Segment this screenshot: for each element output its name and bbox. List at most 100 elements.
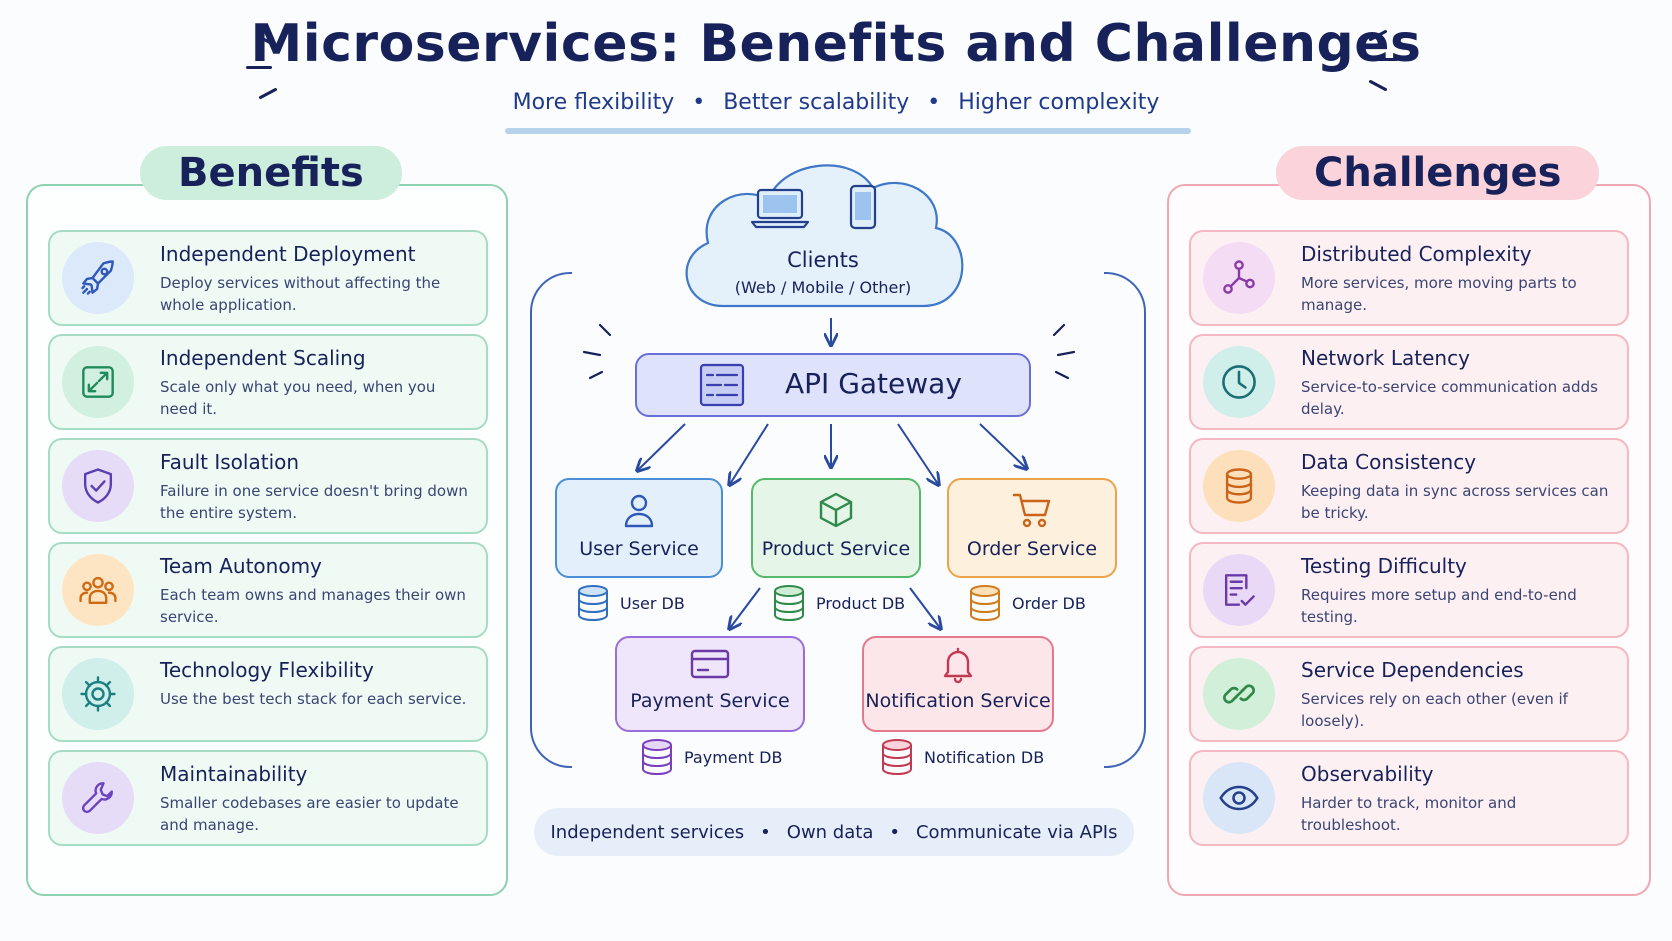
user-db: User DB — [576, 584, 685, 622]
laptop-icon — [750, 188, 810, 229]
card-title: Fault Isolation — [160, 450, 300, 474]
db-label: Order DB — [1012, 593, 1086, 613]
benefit-card: Fault Isolation Failure in one service d… — [48, 438, 488, 534]
database-icon — [882, 739, 912, 776]
db-label: Payment DB — [684, 747, 783, 767]
benefit-card: Independent Deployment Deploy services w… — [48, 230, 488, 326]
challenge-card: Network Latency Service-to-service commu… — [1189, 334, 1629, 430]
card-title: Distributed Complexity — [1301, 242, 1532, 266]
challenge-card: Observability Harder to track, monitor a… — [1189, 750, 1629, 846]
db-label: Product DB — [816, 593, 906, 613]
footer-separator: • — [760, 821, 771, 843]
page-title: Microservices: Benefits and Challenges — [250, 14, 1422, 74]
challenge-card: Data Consistency Keeping data in sync ac… — [1189, 438, 1629, 534]
service-label: User Service — [579, 538, 699, 560]
benefit-card: Technology Flexibility Use the best tech… — [48, 646, 488, 742]
database-icon — [1203, 450, 1275, 522]
service-label: Notification Service — [865, 690, 1051, 712]
subtitle-underline — [505, 128, 1191, 134]
subtitle-item: More flexibility — [512, 90, 675, 115]
database-icon — [578, 585, 608, 622]
order-db: Order DB — [968, 584, 1086, 622]
notification-db: Notification DB — [880, 738, 1044, 776]
rocket-icon — [62, 242, 134, 314]
service-label: Payment Service — [630, 690, 790, 712]
benefits-heading: Benefits — [140, 146, 402, 200]
benefits-panel: Independent Deployment Deploy services w… — [26, 184, 508, 896]
gateway-icon — [699, 363, 745, 407]
database-icon — [774, 585, 804, 622]
shield-check-icon — [62, 450, 134, 522]
card-description: Each team owns and manages their own ser… — [160, 586, 466, 626]
eye-icon — [1203, 762, 1275, 834]
card-description: Services rely on each other (even if loo… — [1301, 690, 1568, 730]
order-service-box: Order Service — [947, 478, 1117, 578]
cloud-shape — [685, 164, 964, 308]
challenge-card: Service Dependencies Services rely on ea… — [1189, 646, 1629, 742]
card-description: Service-to-service communication adds de… — [1301, 378, 1598, 418]
subtitle-item: Better scalability — [723, 90, 910, 115]
card-description: Smaller codebases are easier to update a… — [160, 794, 459, 834]
decor-dash — [1372, 58, 1398, 61]
card-description: Scale only what you need, when you need … — [160, 378, 436, 418]
card-description: Requires more setup and end-to-end testi… — [1301, 586, 1577, 626]
database-icon — [642, 739, 672, 776]
card-title: Data Consistency — [1301, 450, 1477, 474]
benefit-card: Maintainability Smaller codebases are ea… — [48, 750, 488, 846]
clients-sublabel: (Web / Mobile / Other) — [734, 278, 912, 297]
service-label: Product Service — [761, 538, 911, 560]
db-label: Notification DB — [924, 747, 1045, 767]
payment-service-box: Payment Service — [615, 636, 805, 732]
footer-item: Communicate via APIs — [915, 821, 1118, 843]
network-nodes-icon — [1203, 242, 1275, 314]
db-label: User DB — [620, 593, 685, 613]
service-label: Order Service — [966, 538, 1098, 560]
benefit-card: Independent Scaling Scale only what you … — [48, 334, 488, 430]
link-icon — [1203, 658, 1275, 730]
product-service-box: Product Service — [751, 478, 921, 578]
clock-icon — [1203, 346, 1275, 418]
gateway-label: API Gateway — [785, 367, 962, 400]
mobile-phone-icon — [849, 184, 877, 230]
product-db: Product DB — [772, 584, 905, 622]
user-service-box: User Service — [555, 478, 723, 578]
subtitle: More flexibility•Better scalability•High… — [512, 90, 1160, 115]
diagram-footer: Independent services • Own data • Commun… — [534, 808, 1134, 856]
card-description: Deploy services without affecting the wh… — [160, 274, 441, 314]
card-description: Failure in one service doesn't bring dow… — [160, 482, 468, 522]
card-title: Service Dependencies — [1301, 658, 1524, 682]
card-title: Testing Difficulty — [1301, 554, 1467, 578]
user-icon — [624, 494, 654, 528]
card-title: Technology Flexibility — [160, 658, 374, 682]
bell-icon — [943, 647, 973, 684]
card-description: Use the best tech stack for each service… — [160, 690, 467, 708]
database-icon — [970, 585, 1000, 622]
footer-item: Own data — [786, 821, 874, 843]
clients-cloud: Clients (Web / Mobile / Other) — [668, 148, 978, 313]
expand-icon — [62, 346, 134, 418]
decor-dash — [246, 66, 272, 69]
card-title: Independent Scaling — [160, 346, 366, 370]
challenge-card: Distributed Complexity More services, mo… — [1189, 230, 1629, 326]
team-icon — [62, 554, 134, 626]
subtitle-item: Higher complexity — [958, 90, 1160, 115]
benefit-card: Team Autonomy Each team owns and manages… — [48, 542, 488, 638]
challenge-card: Testing Difficulty Requires more setup a… — [1189, 542, 1629, 638]
card-description: Harder to track, monitor and troubleshoo… — [1301, 794, 1517, 834]
checklist-icon — [1203, 554, 1275, 626]
card-title: Independent Deployment — [160, 242, 416, 266]
box-icon — [819, 492, 853, 528]
card-description: Keeping data in sync across services can… — [1301, 482, 1609, 522]
card-title: Network Latency — [1301, 346, 1470, 370]
payment-db: Payment DB — [640, 738, 782, 776]
challenges-panel: Distributed Complexity More services, mo… — [1167, 184, 1651, 896]
footer-item: Independent services — [550, 821, 745, 843]
challenges-heading: Challenges — [1276, 146, 1600, 200]
api-gateway-box: API Gateway — [635, 353, 1031, 417]
card-description: More services, more moving parts to mana… — [1301, 274, 1577, 314]
card-title: Maintainability — [160, 762, 308, 786]
gear-icon — [62, 658, 134, 730]
credit-card-icon — [690, 649, 730, 679]
notification-service-box: Notification Service — [862, 636, 1054, 732]
card-title: Observability — [1301, 762, 1434, 786]
